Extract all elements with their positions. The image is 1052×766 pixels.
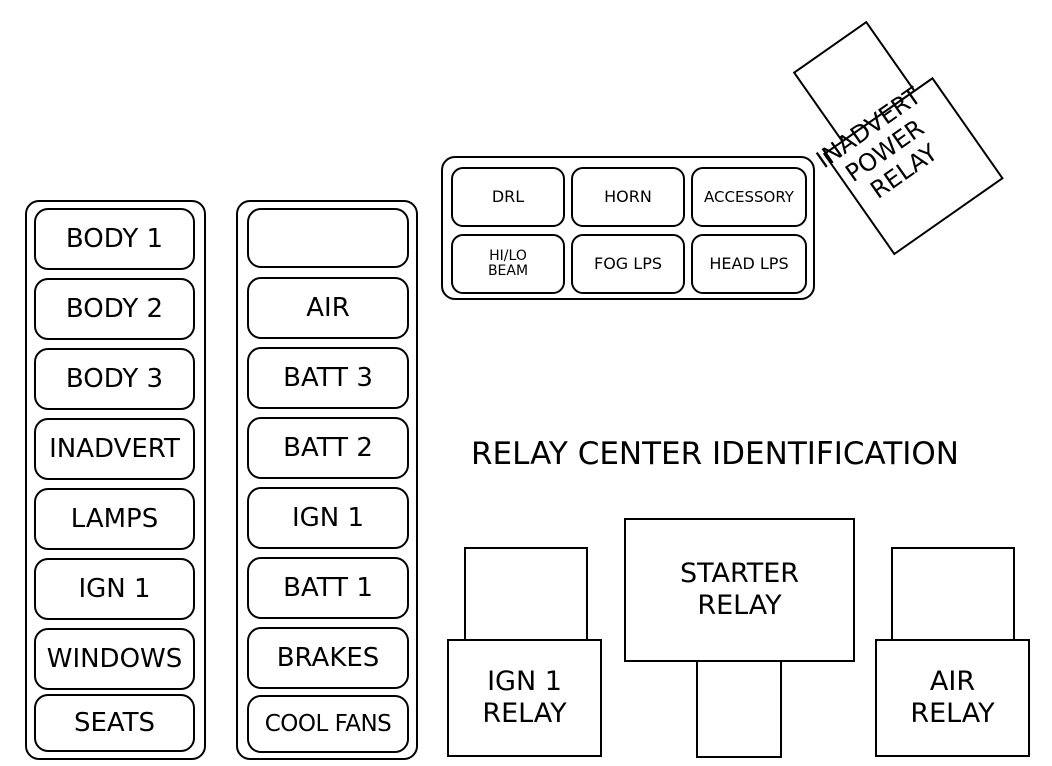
fuse-empty-slot	[247, 208, 409, 268]
air-relay-socket	[891, 547, 1015, 641]
starter-relay-label: STARTER RELAY	[679, 557, 800, 621]
fuse-accessory: ACCESSORY	[691, 167, 807, 227]
fuse-drl: DRL	[451, 167, 565, 227]
middle-fuse-panel: AIR BATT 3 BATT 2 IGN 1 BATT 1 BRAKES CO…	[236, 200, 418, 760]
inadvert-relay-body	[822, 76, 1004, 256]
fuse-lamps: LAMPS	[34, 488, 195, 550]
fuse-body-2: BODY 2	[34, 278, 195, 340]
fuse-ign-1-middle: IGN 1	[247, 487, 409, 549]
fuse-fog-lps: FOG LPS	[571, 234, 685, 294]
small-fuse-block: DRL HORN ACCESSORY HI/LO BEAM FOG LPS HE…	[441, 156, 815, 300]
fuse-inadvert: INADVERT	[34, 418, 195, 480]
fuse-horn: HORN	[571, 167, 685, 227]
fuse-batt-2: BATT 2	[247, 417, 409, 479]
starter-relay-socket	[696, 660, 782, 758]
fuse-ign-1-left: IGN 1	[34, 558, 195, 620]
left-fuse-panel: BODY 1 BODY 2 BODY 3 INADVERT LAMPS IGN …	[25, 200, 206, 760]
starter-relay-body	[624, 518, 855, 662]
fuse-cool-fans: COOL FANS	[247, 695, 409, 753]
fuse-batt-3: BATT 3	[247, 347, 409, 409]
fuse-seats: SEATS	[34, 694, 195, 752]
inadvert-power-relay: INADVERT POWER RELAY	[792, 20, 1004, 256]
ign1-relay-body	[447, 639, 602, 757]
diagram-title: RELAY CENTER IDENTIFICATION	[471, 436, 959, 472]
ign1-relay-socket	[464, 547, 588, 641]
air-relay-body	[875, 639, 1030, 757]
fuse-brakes: BRAKES	[247, 627, 409, 689]
air-relay-label: AIR RELAY	[910, 665, 995, 729]
fuse-batt-1: BATT 1	[247, 557, 409, 619]
fuse-hi-lo-beam: HI/LO BEAM	[451, 234, 565, 294]
fuse-air: AIR	[247, 277, 409, 339]
fuse-body-3: BODY 3	[34, 348, 195, 410]
ign1-relay-label: IGN 1 RELAY	[482, 665, 567, 729]
fuse-head-lps: HEAD LPS	[691, 234, 807, 294]
fuse-body-1: BODY 1	[34, 208, 195, 270]
fuse-windows: WINDOWS	[34, 628, 195, 690]
